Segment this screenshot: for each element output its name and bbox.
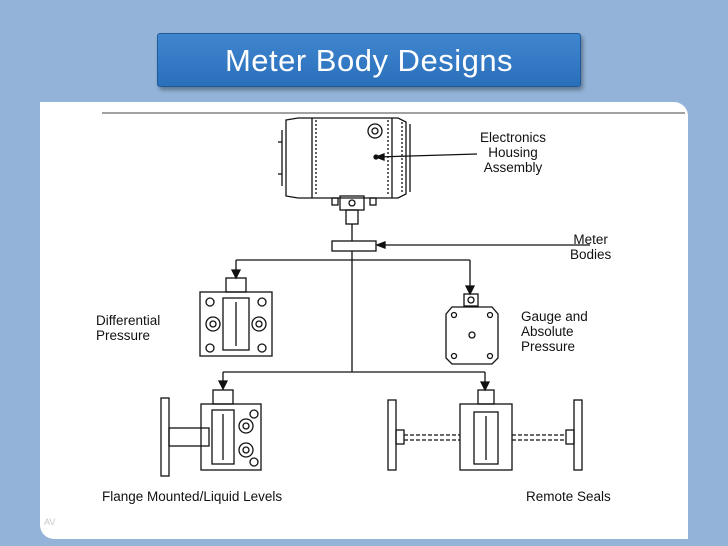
label-flange-mounted: Flange Mounted/Liquid Levels [102, 489, 283, 504]
gauge-transmitter-icon [445, 293, 499, 365]
label-differential-pressure: Differential Pressure [96, 313, 161, 343]
differential-transmitter-icon [199, 277, 273, 357]
arrow-electronics [377, 153, 478, 158]
label-gauge-absolute: Gauge and Absolute Pressure [521, 309, 588, 354]
label-remote-seals: Remote Seals [526, 489, 611, 504]
coupler [331, 240, 377, 252]
meter-body-diagram [102, 112, 685, 477]
diagram-panel: Electronics Housing Assembly Meter Bodie… [40, 102, 688, 539]
remote-seals-icon [387, 389, 583, 471]
slide-title: Meter Body Designs [157, 33, 581, 87]
slide-credit: AV [44, 517, 56, 527]
electronics-housing-icon [278, 117, 411, 225]
label-electronics-housing: Electronics Housing Assembly [480, 130, 547, 175]
label-meter-bodies: Meter Bodies [570, 232, 612, 262]
flange-mounted-icon [160, 389, 262, 477]
